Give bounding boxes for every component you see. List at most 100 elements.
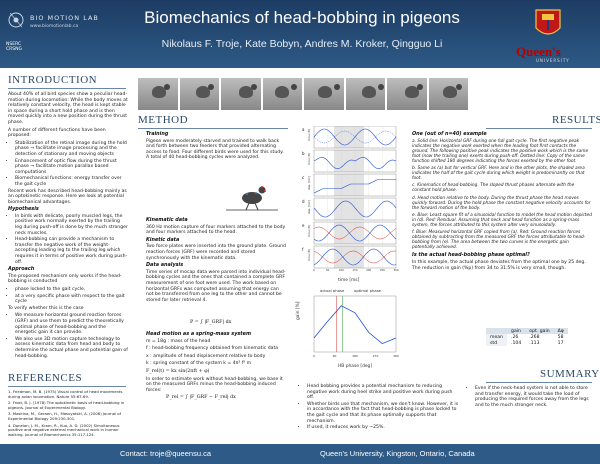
chart-panel-d: disp. [mm]d [302,197,397,221]
analysis-heading: Data analysis [146,262,184,269]
gain-curve [313,305,397,345]
pigeon-photo [138,78,178,110]
y-axis-label: disp. [mm] [307,200,311,214]
table-row: std .104 .113 17 [486,340,568,346]
y-axis-label: force [N] [307,153,311,164]
x-axis-label: time [ms] [338,278,360,283]
data-acquisition-block: Kinematic data 360 Hz motion capture of … [146,216,286,305]
list-item: Head-bobbing can provide a mechanism to … [15,237,128,265]
list-item: Enhancement of optic flow during the thr… [15,159,128,176]
summary-heading: SUMMARY [540,368,600,380]
reference-item: 1. Friedman, M. B. (1975) Visual control… [8,389,123,399]
optimal-heading: Is the actual head-bobbing phase optimal… [412,252,530,259]
nserc-logo: NSERC CRSNG [6,42,22,52]
references-rule [8,386,126,387]
result-item: c. Kinematics of head-bobbing. The slope… [412,183,575,194]
poster-header: BIO MOTION LAB www.biomotionlab.ca NSERC… [0,0,600,68]
table-cell: 17 [557,340,564,346]
approach-list: We measure horizontal ground reaction fo… [8,313,128,359]
series-line-secondary [313,226,397,240]
references-heading: REFERENCES [8,372,83,384]
queens-sub-wordmark: UNIVERSITY [536,58,570,63]
summary-item: Whether birds use that mechanism, we don… [307,402,460,424]
spring-mass-block: Head motion as a spring-mass system m = … [146,330,288,403]
contact-email: Contact: troje@queensu.ca [120,449,211,458]
x-tick-label: 250 [380,268,385,272]
introduction-heading: INTRODUCTION [8,74,98,86]
work-formula: P = ∫ |F_GRF| dx [190,320,232,325]
lab-url: www.biomotionlab.ca [30,24,79,29]
pigeon-photo [428,78,468,110]
result-item: d. Head motion relative to the body. Dur… [412,195,591,211]
stance-shading [334,126,364,148]
spring-item: x : amplitude of head displacement relat… [146,353,266,359]
panel-letter: c [302,175,304,180]
table-header-cell: gain [507,328,526,334]
annotation-actual-phase: actual phase [320,288,345,293]
chart-panel-a: force [N]a [302,126,397,149]
x-tick-label: 90 [333,354,337,358]
pigeon-photo [345,78,385,110]
x-tick-label: 50 [326,268,330,272]
chart-panel-f: force [N]f [302,245,397,269]
summary-rule [486,382,592,383]
table-cell: mean [486,334,508,340]
function-list: Stabilization of the retinal image durin… [8,141,128,188]
stance-shading [334,198,364,220]
kinetic-heading: Kinetic data [146,236,180,243]
result-item: b. Same as (a) but for vertical GRF. Her… [412,166,585,182]
x-tick-label: 270 [373,354,379,358]
results-text: One (out of n=40) example a. Solid line:… [412,130,592,273]
approach-list: phase locked to the gait cycle, at a ver… [8,287,128,305]
kinetic-paragraph: Two force plates were inserted into the … [146,244,286,261]
example-heading: One (out of n=40) example [412,131,487,137]
spring-paragraph: In order to estimate work without head-b… [146,376,283,393]
series-line [313,200,397,218]
lab-name: BIO MOTION LAB [30,14,99,22]
training-paragraph: Pigeon were moderately starved and train… [146,138,284,161]
y-axis-label: force [N] [307,129,311,140]
gain-table: gain opt. gain Δφ mean .26 .268 58 std .… [486,328,568,346]
optimal-paragraph: In this example, the actual phase deviat… [412,260,586,271]
analysis-paragraph: Time series of mocap data were parsed in… [146,269,286,303]
poster-title: Biomechanics of head-bobbing in pigeons [144,8,460,27]
list-item: at a very specific phase with respect to… [15,294,128,305]
list-item: Biomechanical functions: energy transfer… [15,176,128,187]
references-list: 1. Friedman, M. B. (1975) Visual control… [8,389,128,439]
list-item: phase locked to the gait cycle, [15,287,128,293]
y-axis-label: force [N] [307,225,311,236]
x-tick-label: 100 [339,268,344,272]
approach-paragraph: The proposed mechanism only works if the… [8,273,122,285]
introduction-body: About 40% of all bird species show a pec… [8,92,128,360]
poster-footer: Contact: troje@queensu.ca Queen's Univer… [0,444,600,464]
intro-paragraph: About 40% of all bird species show a pec… [8,92,128,125]
summary-item: Head bobbing provides a potential mechan… [307,384,460,401]
pigeon-photo [179,78,219,110]
result-item: e. Blue: Least square fit of a sinusoida… [412,212,592,228]
intro-paragraph: Recent work has described head-bobbing m… [8,188,127,205]
training-block: Training Pigeon were moderately starved … [146,130,286,163]
x-tick-label: 180 [352,354,358,358]
queens-crest-icon [535,9,561,35]
series-line [313,248,397,266]
kinematic-heading: Kinematic data [146,217,188,223]
introduction-rule [8,88,126,89]
list-item: Stabilization of the retinal image durin… [15,141,128,158]
approach-heading: Approach [8,266,35,273]
intro-paragraph: A number of different functions have bee… [8,127,106,139]
spring-item: k : spring constant of the system k = 4π… [146,361,252,367]
kinematic-paragraph: 360 Hz motion capture of four markers at… [146,224,286,236]
panel-letter: b [302,151,305,156]
pigeon-photo-strip [138,78,468,110]
table-header-row: gain opt. gain Δφ [486,328,568,334]
x-tick-label: 150 [353,268,358,272]
pigeon-photo [304,78,344,110]
hypothesis-list: In birds with delicate, poorly muscled l… [8,214,128,265]
reference-item: 3. Maskina, M., Geraen, H., Masuyatski, … [8,411,121,421]
list-item: We also use 3D motion capture technology… [15,337,128,359]
list-item: We measure horizontal ground reaction fo… [15,313,128,335]
table-header-cell: opt. gain [525,328,554,334]
